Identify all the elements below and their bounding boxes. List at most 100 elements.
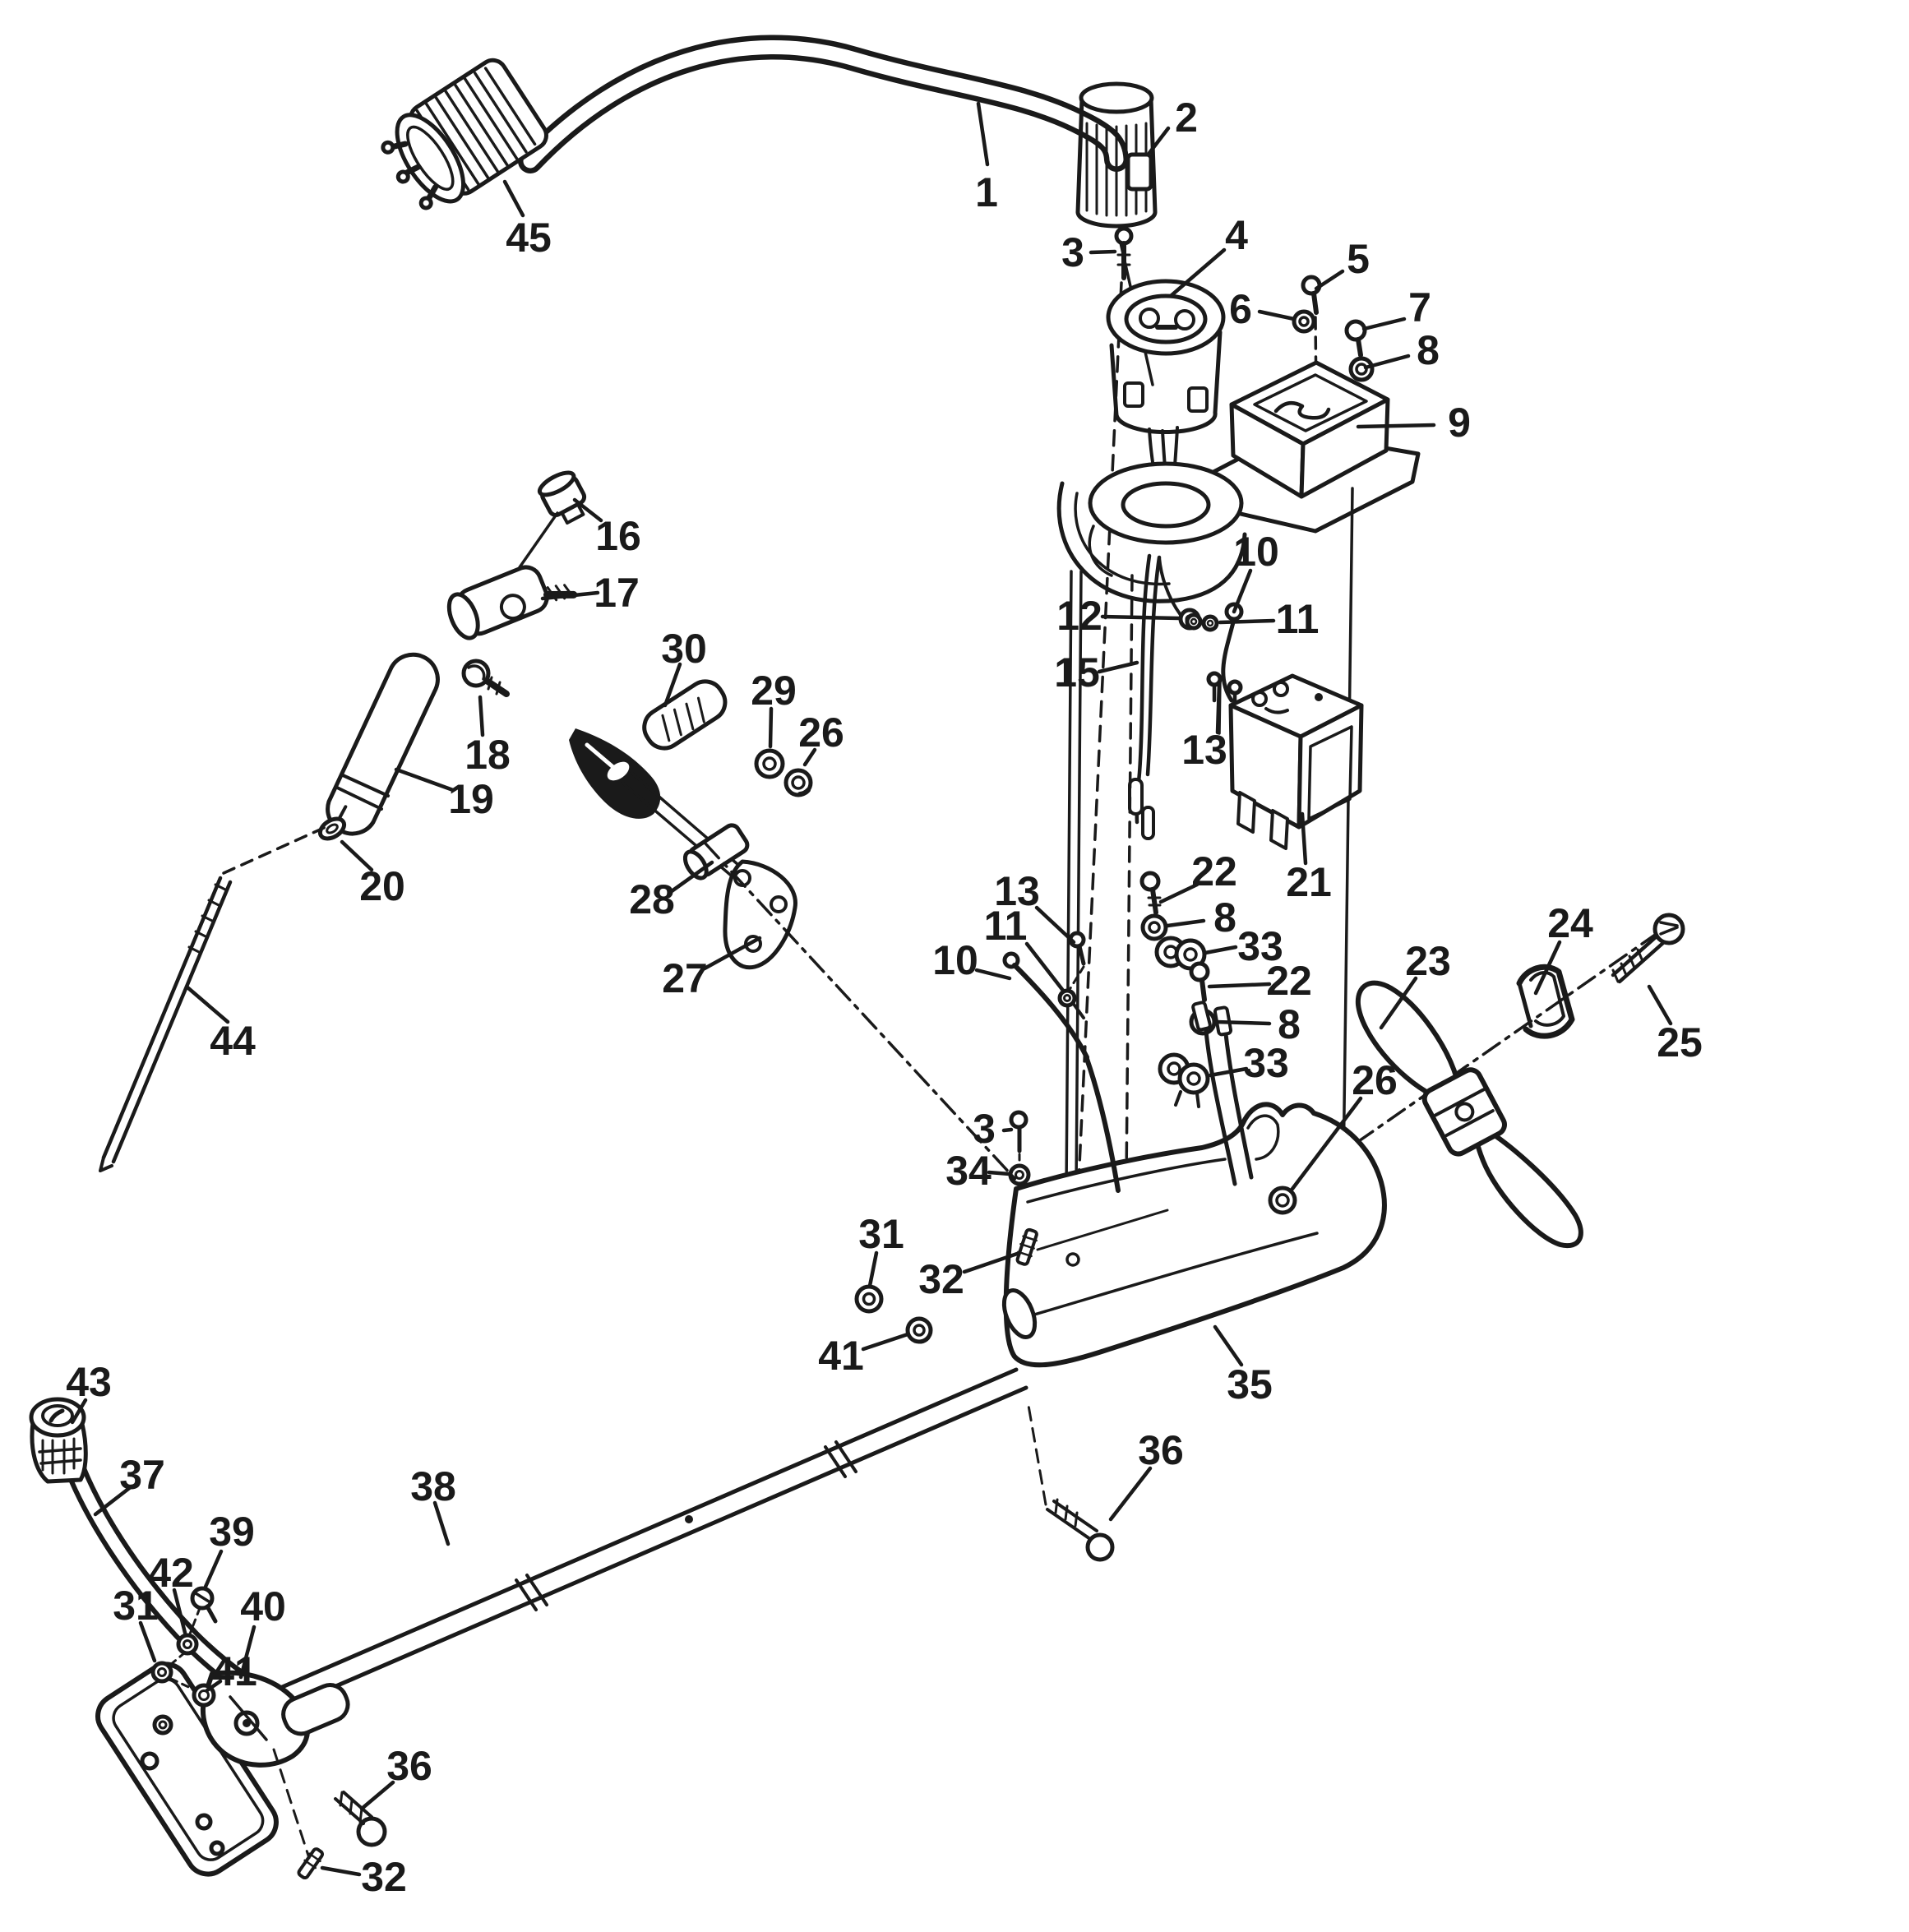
leader-line-33-22 bbox=[1203, 945, 1238, 955]
part-callout-41-48: 41 bbox=[818, 1333, 864, 1379]
leader-line-44-52 bbox=[185, 985, 230, 1024]
leader-line-42-50 bbox=[172, 1588, 187, 1635]
part-callout-38-45: 38 bbox=[410, 1463, 456, 1509]
leader-line-2-1 bbox=[1147, 126, 1171, 155]
link-line-16-17 bbox=[518, 511, 559, 569]
part-callout-19-17: 19 bbox=[448, 776, 494, 822]
leader-line-45-53 bbox=[502, 179, 525, 218]
leader-line-21-19 bbox=[1300, 811, 1308, 866]
washer-31-middle bbox=[854, 1284, 884, 1314]
steering-collar bbox=[1056, 461, 1247, 603]
leader-line-19-17 bbox=[394, 767, 455, 793]
part-callout-36-42: 36 bbox=[1138, 1427, 1184, 1473]
leader-line-17-15 bbox=[540, 590, 600, 601]
terminal-screws-13-upper bbox=[1206, 671, 1243, 709]
power-plug bbox=[381, 58, 548, 210]
part-callout-31-36: 31 bbox=[113, 1583, 159, 1629]
leader-line-18-16 bbox=[478, 695, 485, 737]
screw-32-bottom bbox=[297, 1847, 324, 1880]
part-callout-17-15: 17 bbox=[594, 570, 640, 616]
part-callout-13-12: 13 bbox=[1181, 727, 1227, 773]
lever-30 bbox=[642, 679, 728, 751]
leader-line-11-10 bbox=[1218, 618, 1276, 625]
part-callout-42-50: 42 bbox=[148, 1550, 194, 1596]
part-callout-15-13: 15 bbox=[1054, 649, 1100, 696]
part-callout-25-28: 25 bbox=[1657, 1019, 1703, 1065]
leader-line-20-18 bbox=[340, 839, 374, 872]
part-callout-1-0: 1 bbox=[975, 169, 998, 215]
leader-line-38-45 bbox=[432, 1500, 451, 1546]
axis-left-assembly bbox=[704, 842, 1024, 1188]
part-callout-6-5: 6 bbox=[1229, 286, 1252, 332]
screw-32-middle bbox=[1015, 1227, 1038, 1266]
leader-line-26-30 bbox=[1290, 1096, 1363, 1191]
leader-line-29-33 bbox=[768, 706, 774, 749]
washer-29 bbox=[754, 748, 785, 779]
part-callout-24-27: 24 bbox=[1547, 900, 1593, 946]
nut-26-housing bbox=[1268, 1186, 1297, 1215]
nut-8-top bbox=[1348, 356, 1375, 382]
leader-line-35-41 bbox=[1213, 1324, 1244, 1367]
part-callout-43-51: 43 bbox=[66, 1359, 112, 1405]
leader-line-22-23 bbox=[1207, 982, 1272, 989]
clamp-33-second bbox=[1158, 1052, 1210, 1108]
wire-harness-15 bbox=[1128, 553, 1162, 840]
swivel-body-40 bbox=[201, 1670, 350, 1768]
leader-line-8-7 bbox=[1363, 354, 1411, 370]
control-housing-cover bbox=[1194, 360, 1421, 534]
nut-41-middle bbox=[905, 1316, 933, 1344]
part-callout-13-56: 13 bbox=[994, 868, 1040, 914]
washer-42 bbox=[176, 1633, 199, 1656]
leader-line-32-37 bbox=[962, 1250, 1022, 1274]
part-callout-8-24: 8 bbox=[1278, 1001, 1301, 1047]
part-callout-3-40: 3 bbox=[973, 1106, 996, 1152]
screw-3-bottom bbox=[1009, 1110, 1028, 1167]
leader-line-32-38 bbox=[320, 1865, 362, 1877]
leader-line-43-51 bbox=[70, 1398, 88, 1425]
part-callout-11-55: 11 bbox=[984, 903, 1028, 949]
part-callout-33-25: 33 bbox=[1243, 1040, 1289, 1086]
part-callout-10-54: 10 bbox=[932, 937, 978, 983]
leader-line-41-48 bbox=[861, 1332, 910, 1352]
clip-24 bbox=[1516, 964, 1575, 1039]
leader-line-37-44 bbox=[93, 1484, 134, 1517]
leader-line-25-28 bbox=[1647, 984, 1673, 1026]
terminal-11-middle bbox=[1057, 988, 1085, 1019]
screw-22-second bbox=[1189, 961, 1210, 1002]
leader-line-23-26 bbox=[1379, 976, 1418, 1030]
part-callout-28-32: 28 bbox=[629, 876, 675, 922]
leader-line-11-55 bbox=[1024, 941, 1066, 994]
part-callout-20-18: 20 bbox=[359, 863, 405, 909]
leader-line-10-54 bbox=[974, 968, 1012, 981]
terminals-11-upper bbox=[1185, 612, 1219, 632]
leader-line-41-49 bbox=[205, 1679, 223, 1693]
part-callout-40-47: 40 bbox=[240, 1583, 286, 1629]
part-callout-7-6: 7 bbox=[1408, 284, 1431, 330]
leader-line-27-31 bbox=[702, 936, 762, 971]
part-callout-41-49: 41 bbox=[211, 1648, 257, 1694]
leader-line-16-14 bbox=[572, 497, 603, 523]
part-callout-9-8: 9 bbox=[1448, 400, 1471, 446]
leader-line-7-6 bbox=[1361, 317, 1407, 331]
part-callout-39-46: 39 bbox=[209, 1509, 255, 1555]
nut-26-left bbox=[783, 768, 813, 797]
part-callout-21-19: 21 bbox=[1286, 859, 1332, 905]
leader-line-36-42 bbox=[1108, 1466, 1153, 1522]
part-callout-10-9: 10 bbox=[1233, 529, 1279, 575]
washer-31-bottom bbox=[150, 1661, 173, 1684]
part-callout-16-14: 16 bbox=[595, 513, 641, 559]
part-callout-12-11: 12 bbox=[1056, 593, 1102, 639]
bolt-18 bbox=[461, 659, 510, 697]
relay bbox=[1218, 673, 1364, 850]
axis-prop-shaft bbox=[1355, 926, 1667, 1144]
leader-line-12-11 bbox=[1100, 614, 1181, 621]
part-callout-34-39: 34 bbox=[945, 1148, 991, 1194]
shaft-38 bbox=[272, 1367, 1028, 1711]
screw-39 bbox=[190, 1586, 218, 1624]
handle-knob-43 bbox=[29, 1397, 88, 1484]
part-callout-33-22: 33 bbox=[1237, 923, 1283, 969]
leader-line-39-46 bbox=[203, 1549, 224, 1589]
leader-line-8-24 bbox=[1213, 1019, 1272, 1026]
